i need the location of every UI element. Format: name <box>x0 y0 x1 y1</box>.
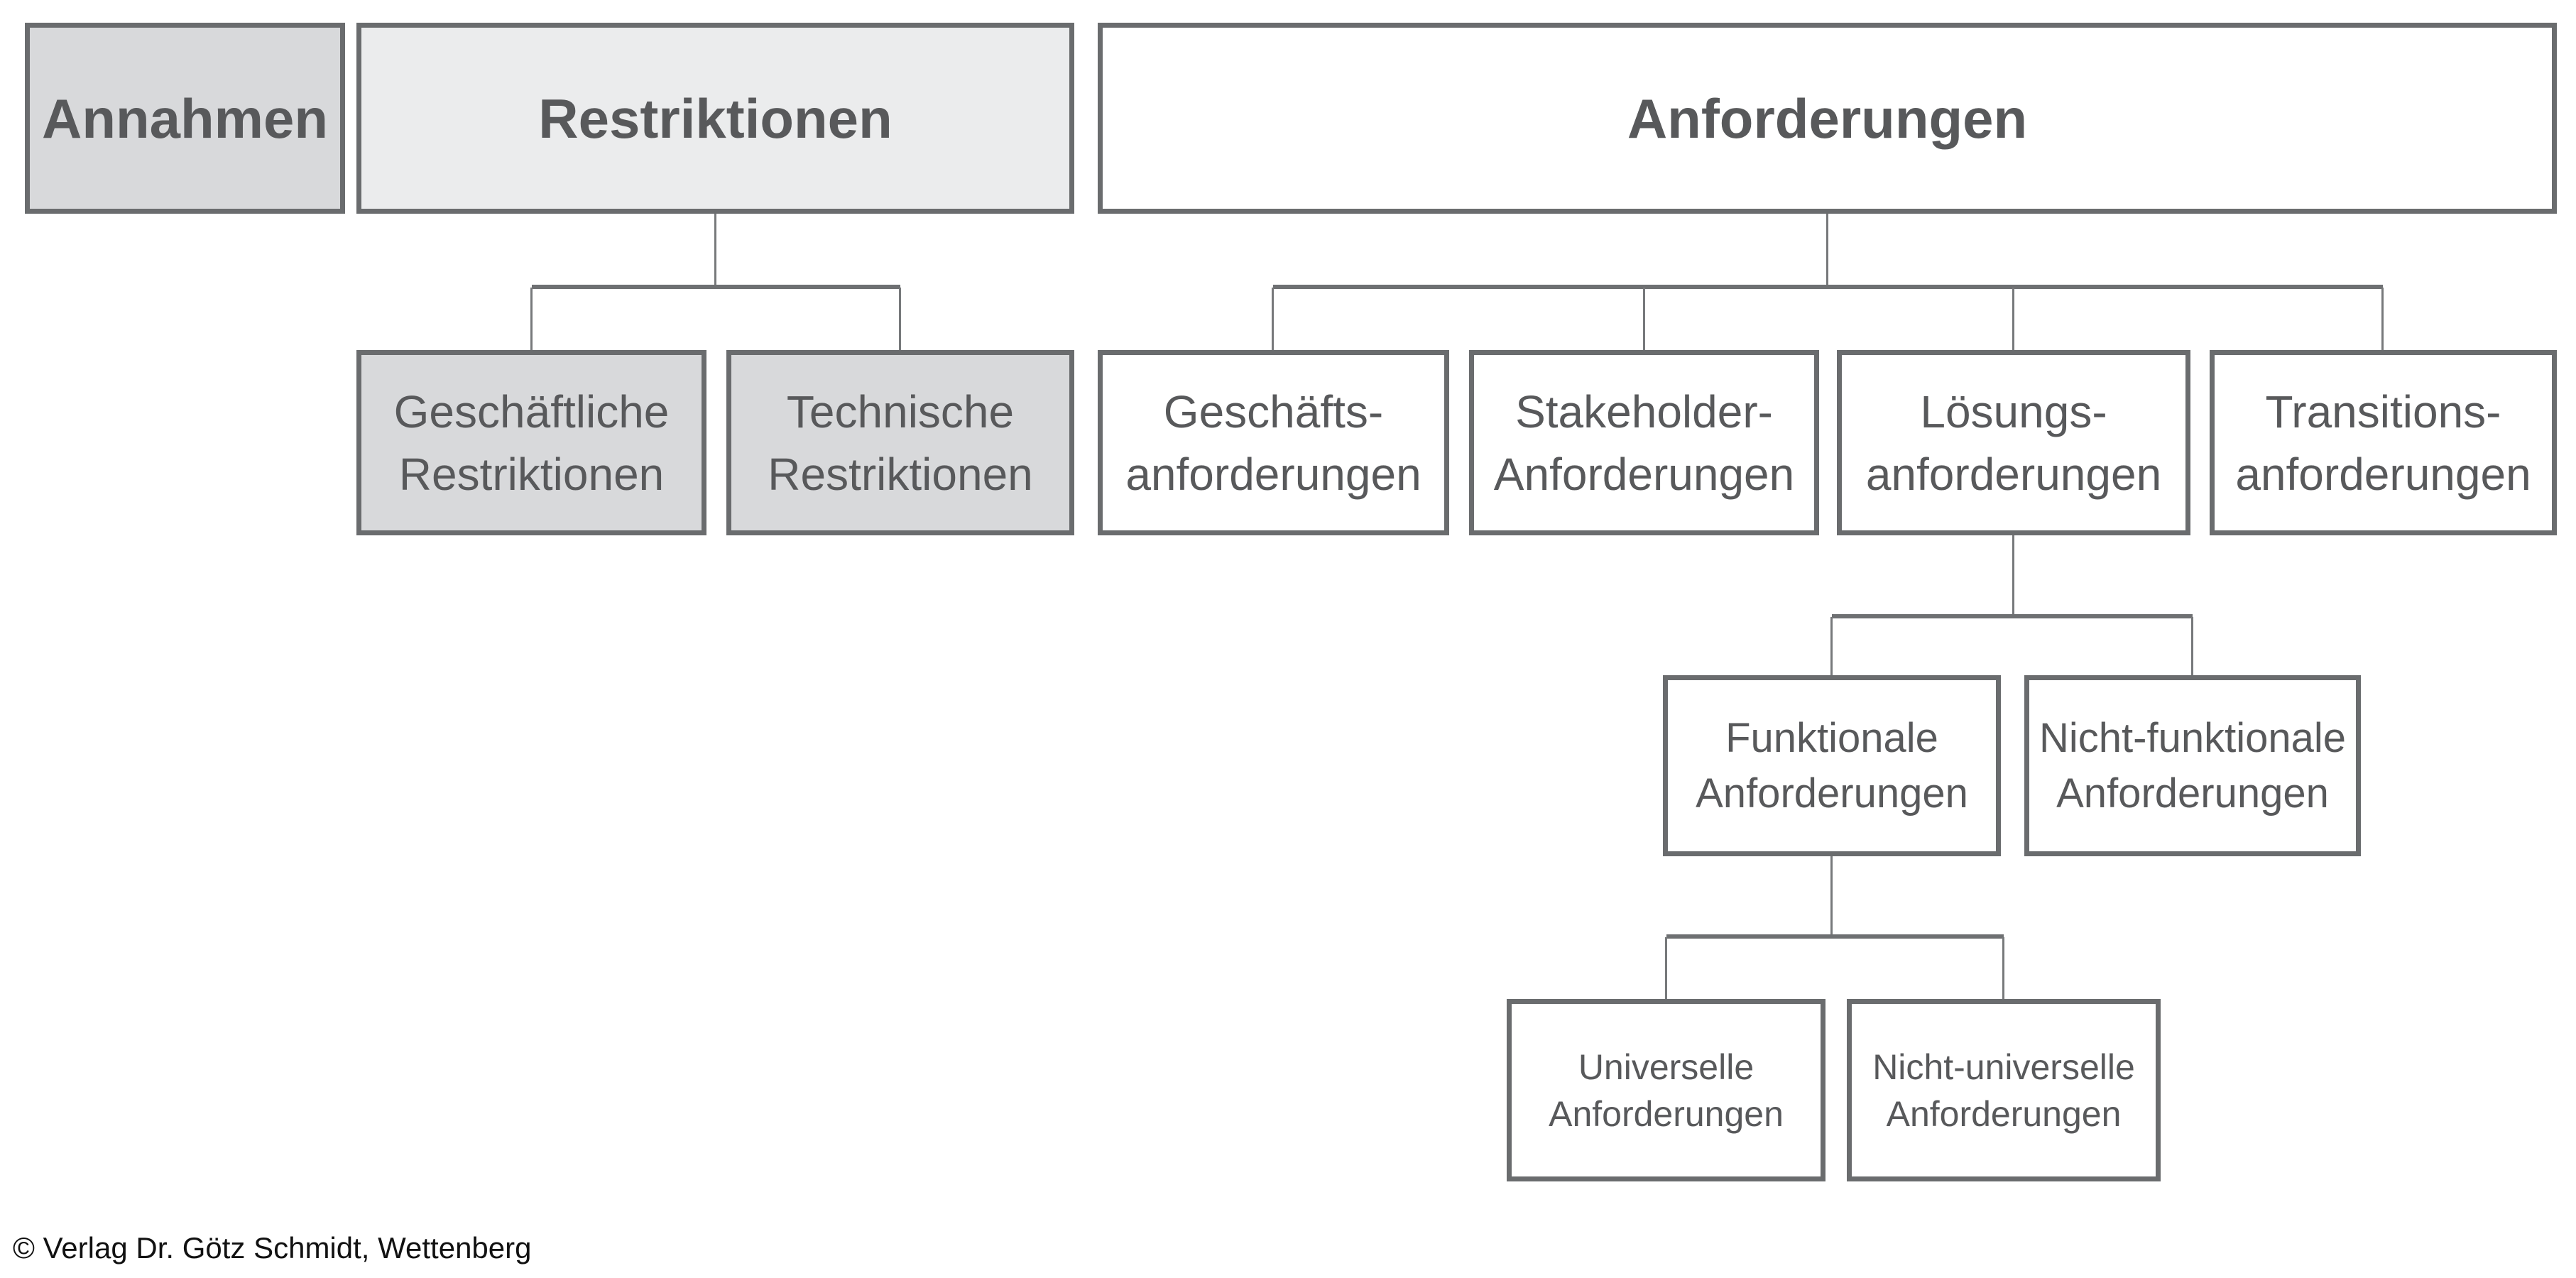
connector-funktionale-stem <box>1830 856 1833 934</box>
label-line: Nicht-funktionale <box>2039 714 2346 761</box>
connector-funktionale-bus <box>1666 934 2004 939</box>
label-line: Restriktionen <box>768 448 1033 500</box>
label-line: Restriktionen <box>398 448 665 500</box>
label-line: Geschäftliche <box>393 386 670 437</box>
connector-loesungs-bus <box>1832 614 2193 618</box>
connector-drop-transitions-anforderungen <box>2381 288 2384 350</box>
connector-drop-funktionale <box>1830 617 1833 675</box>
node-technische-restriktionen: Technische Restriktionen <box>726 350 1074 535</box>
connector-restriktionen-bus <box>532 285 900 289</box>
node-geschaeftliche-restriktionen: Geschäftliche Restriktionen <box>356 350 706 535</box>
label-line: anforderungen <box>2235 448 2531 500</box>
label-line: Geschäfts- <box>1163 386 1384 437</box>
node-universelle-anforderungen: Universelle Anforderungen <box>1507 999 1825 1181</box>
node-transitions-anforderungen: Transitions- anforderungen <box>2210 350 2557 535</box>
label-line: Transitions- <box>2265 386 2501 437</box>
label-line: Nicht-universelle <box>1872 1047 2135 1087</box>
connector-drop-geschaefts-anforderungen <box>1272 288 1274 350</box>
connector-drop-stakeholder-anforderungen <box>1643 288 1645 350</box>
node-anforderungen-label: Anforderungen <box>1627 87 2028 150</box>
copyright-text: © Verlag Dr. Götz Schmidt, Wettenberg <box>13 1231 532 1265</box>
node-stakeholder-anforderungen: Stakeholder- Anforderungen <box>1469 350 1819 535</box>
label-line: anforderungen <box>1125 448 1421 500</box>
node-funktionale-anforderungen: Funktionale Anforderungen <box>1663 675 2001 856</box>
label-line: Anforderungen <box>1549 1093 1784 1134</box>
connector-drop-technische-restriktionen <box>899 288 901 350</box>
connector-drop-loesungs-anforderungen <box>2012 288 2014 350</box>
node-annahmen: Annahmen <box>25 23 345 214</box>
connector-drop-nicht-funktionale <box>2191 617 2193 675</box>
label-line: Technische <box>786 386 1015 437</box>
node-anforderungen: Anforderungen <box>1098 23 2557 214</box>
node-restriktionen: Restriktionen <box>356 23 1074 214</box>
node-restriktionen-label: Restriktionen <box>538 87 893 150</box>
connector-restriktionen-stem <box>714 214 716 285</box>
node-loesungs-anforderungen: Lösungs- anforderungen <box>1837 350 2190 535</box>
label-line: Anforderungen <box>1696 770 1968 816</box>
label-line: Universelle <box>1578 1047 1754 1087</box>
label-line: anforderungen <box>1865 448 2162 500</box>
connector-drop-universelle <box>1665 937 1667 999</box>
label-line: Lösungs- <box>1920 386 2107 437</box>
label-line: Stakeholder- <box>1515 386 1773 437</box>
connector-anforderungen-stem <box>1826 214 1828 285</box>
node-nicht-universelle-anforderungen: Nicht-universelle Anforderungen <box>1847 999 2161 1181</box>
label-line: Anforderungen <box>2056 770 2329 816</box>
connector-drop-nicht-universelle <box>2002 937 2004 999</box>
connector-loesungs-stem <box>2012 535 2014 614</box>
node-annahmen-label: Annahmen <box>41 87 329 150</box>
connector-drop-geschaeftliche-restriktionen <box>530 288 533 350</box>
label-line: Anforderungen <box>1886 1093 2122 1134</box>
label-line: Anforderungen <box>1493 448 1795 500</box>
connector-anforderungen-bus <box>1273 285 2383 289</box>
node-geschaefts-anforderungen: Geschäfts- anforderungen <box>1098 350 1449 535</box>
label-line: Funktionale <box>1725 714 1938 761</box>
node-nicht-funktionale-anforderungen: Nicht-funktionale Anforderungen <box>2024 675 2361 856</box>
